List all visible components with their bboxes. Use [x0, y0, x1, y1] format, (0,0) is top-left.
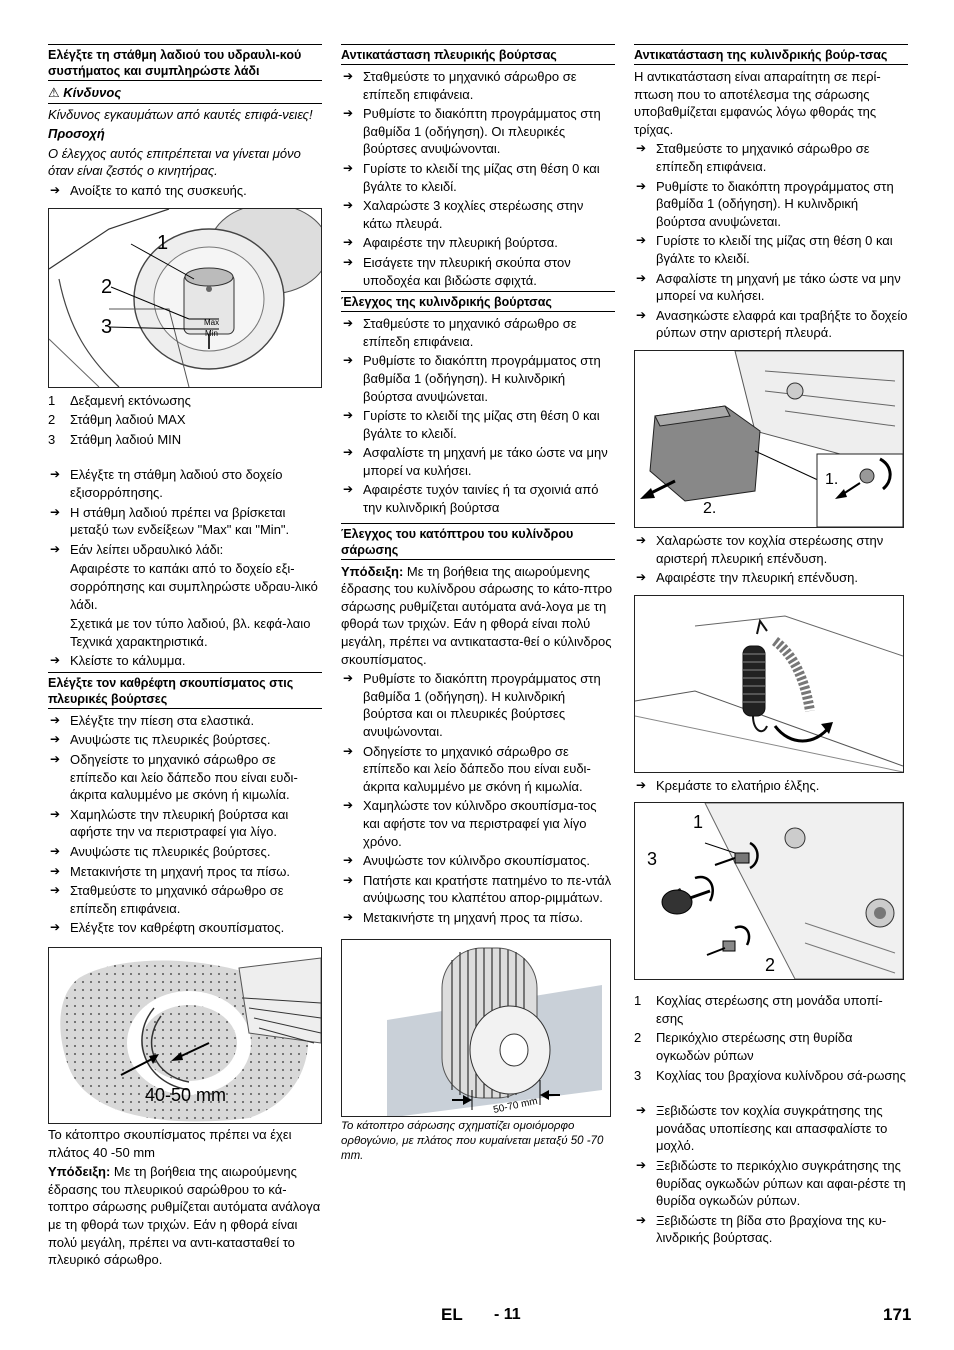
step-replace-roller: ➔Ρυθμίστε το διακόπτη προγράμματος στη β… [636, 178, 894, 229]
fig3-caption: Το κάτοπτρο σάρωσης σχηματίζει ομοιόμορφ… [341, 1119, 604, 1162]
step-side: ➔Χαμηλώστε την πλευρική βούρτσα και αφήσ… [50, 806, 289, 840]
step-close: ➔Κλείστε το κάλυμμα. [50, 653, 186, 669]
roller-mirror-illustration: 50-70 mm [387, 947, 602, 1116]
fig4-label-1: 1. [825, 471, 838, 488]
side-width-text: Το κάτοπτρο σκουπίσματος πρέπει να έχει … [48, 1127, 292, 1160]
fig6-label-2: 2 [765, 955, 775, 975]
footer-page-local: - 11 [494, 1306, 521, 1323]
oil-para-1: Αφαιρέστε το καπάκι από το δοχείο εξι-σο… [70, 561, 318, 612]
figure-side-brush-mirror: 40-50 mm [48, 947, 322, 1124]
step-side: ➔Οδηγείστε το μηχανικό σάρωθρο σε επίπεδ… [50, 752, 298, 803]
heading-side-brush-mirror: Ελέγξτε τον καθρέφτη σκουπίσματος στις π… [48, 671, 322, 709]
step-check-roller: ➔Σταθμεύστε το μηχανικό σάρωθρο σε επίπε… [343, 316, 577, 349]
footer-lang: EL [441, 1305, 463, 1324]
heading-check-roller: Έλεγχος της κυλινδρικής βούρτσας [341, 291, 615, 313]
step-check-roller: ➔Αφαιρέστε τυχόν ταινίες ή τα σχοινιά απ… [343, 482, 599, 516]
fig1-label-3: 3 [101, 316, 112, 338]
step-mirror: ➔Μετακινήστε τη μηχανή προς τα πίσω. [343, 909, 583, 925]
step-mirror: ➔Ρυθμίστε το διακόπτη προγράμματος στη β… [343, 671, 601, 739]
caution-text: Ο έλεγχος αυτός επιτρέπεται να γίνεται μ… [48, 145, 301, 179]
column-1: Ελέγξτε τη στάθμη λαδιού του υδραυλι-κού… [48, 44, 322, 1271]
step-check-roller: ➔Γυρίστε το κλειδί της μίζας στη θέση 0 … [343, 408, 600, 441]
step-oil: ➔Η στάθμη λαδιού πρέπει να βρίσκεται μετ… [50, 504, 290, 538]
step-side: ➔Μετακινήστε τη μηχανή προς τα πίσω. [50, 863, 290, 879]
fig6-label-1: 1 [693, 812, 703, 832]
step-replace-side: ➔Σταθμεύστε το μηχανικό σάρωθρο σε επίπε… [343, 69, 577, 102]
step-unscrew: ➔Ξεβιδώστε το περικόχλιο συγκράτησης της… [636, 1158, 906, 1209]
arrow-icon: ➔ [50, 182, 61, 197]
spring-illustration [635, 615, 903, 772]
oil-para-2: Σχετικά με τον τύπο λαδιού, βλ. κεφά-λαι… [70, 616, 311, 649]
oil-tank-illustration: 1 2 3 Max Min [49, 208, 321, 387]
step-replace-side: ➔Ρυθμίστε το διακόπτη προγράμματος στη β… [343, 106, 601, 157]
step-mirror: ➔Οδηγείστε το μηχανικό σάρωθρο σε επίπεδ… [343, 743, 591, 794]
step-replace-side: ➔Εισάγετε την πλευρική σκούπα στον υποδο… [343, 254, 571, 288]
fig6-label-3: 3 [647, 849, 657, 869]
step-mirror: ➔Πατήστε και κρατήστε πατημένο το πε-ντά… [343, 872, 612, 906]
step-open-hood: ➔Ανοίξτε το καπό της συσκευής. [50, 182, 247, 198]
danger-title: Κίνδυνος [63, 85, 122, 100]
caution-title: Προσοχή [48, 126, 105, 142]
danger-line: ⚠ Κίνδυνος [48, 84, 322, 104]
figure-oil-tank: 1 2 3 Max Min [48, 207, 322, 388]
figure-fasteners: 1 3 2 [634, 802, 904, 981]
figure-roller-mirror: 50-70 mm [341, 938, 611, 1117]
figure-spring [634, 594, 904, 773]
step-side: ➔Ελέγξτε την πίεση στα ελαστικά. [50, 712, 255, 728]
fig1-max: Max [204, 318, 219, 327]
step-side-cover: ➔Χαλαρώστε τον κοχλία στερέωσης στην αρι… [636, 532, 884, 566]
side-brush-mirror-illustration: 40-50 mm [60, 957, 321, 1122]
step-mirror: ➔Ανυψώστε τον κύλινδρο σκουπίσματος. [343, 853, 590, 869]
fig1-min: Min [205, 329, 218, 338]
step-check-roller: ➔Ρυθμίστε το διακόπτη προγράμματος στη β… [343, 353, 601, 404]
heading-replace-side-brush: Αντικατάσταση πλευρικής βούρτσας [341, 44, 615, 65]
heading-replace-roller: Αντικατάσταση της κυλινδρικής βούρ-τσας [634, 44, 908, 65]
side-note: Υπόδειξη: Με τη βοήθεια της αιωρούμενης … [48, 1164, 321, 1268]
step-oil: ➔Εάν λείπει υδραυλικό λάδι: [50, 541, 224, 557]
step-mirror: ➔Χαμηλώστε τον κύλινδρο σκουπίσμα-τος κα… [343, 798, 597, 849]
step-unscrew: ➔Ξεβιδώστε τον κοχλία συγκράτησης της μο… [636, 1103, 888, 1154]
step-replace-side: ➔Γυρίστε το κλειδί της μίζας στη θέση 0 … [343, 160, 600, 194]
step-replace-roller: ➔Γυρίστε το κλειδί της μίζας στη θέση 0 … [636, 233, 893, 266]
warning-triangle-icon: ⚠ [48, 85, 60, 100]
fasteners-illustration: 1 3 2 [647, 803, 903, 980]
step-replace-side: ➔Χαλαρώστε 3 κοχλίες στερέωσης στην κάτω… [343, 198, 584, 231]
step-check-roller: ➔Ασφαλίστε τη μηχανή με τάκο ώστε να μην… [343, 445, 608, 478]
step-replace-roller: ➔Ασφαλίστε τη μηχανή με τάκο ώστε να μην… [636, 270, 901, 304]
step-replace-side: ➔Αφαιρέστε την πλευρική βούρτσα. [343, 235, 558, 251]
heading-roller-mirror: Έλεγχος του κατόπτρου του κυλίνδρου σάρω… [341, 522, 615, 560]
step-unscrew: ➔Ξεβιδώστε τη βίδα στο βραχίονα της κυ-λ… [636, 1212, 887, 1246]
heading-oil-level: Ελέγξτε τη στάθμη λαδιού του υδραυλι-κού… [48, 44, 322, 81]
step-side: ➔Ελέγξτε τον καθρέφτη σκουπίσματος. [50, 920, 285, 936]
step-replace-roller: ➔Σταθμεύστε το μηχανικό σάρωθρο σε επίπε… [636, 141, 870, 174]
step-side: ➔Ανυψώστε τις πλευρικές βούρτσες. [50, 732, 271, 748]
fig1-label-2: 2 [101, 276, 112, 298]
replace-intro: Η αντικατάσταση είναι απαραίτητη σε περί… [634, 69, 881, 137]
step-side-cover: ➔Αφαιρέστε την πλευρική επένδυση. [636, 570, 859, 586]
fig1-label-1: 1 [157, 232, 168, 254]
step-replace-roller: ➔Ανασηκώστε ελαφρά και τραβήξτε το δοχεί… [636, 307, 908, 341]
footer-page-total: 171 [883, 1305, 912, 1324]
step-oil: ➔Ελέγξτε τη στάθμη λαδιού στο δοχείο εξι… [50, 467, 283, 500]
figure-debris-container: 1. 2. [634, 349, 904, 528]
fig4-label-2: 2. [703, 500, 716, 517]
fig2-label: 40-50 mm [145, 1085, 226, 1105]
mirror-note: Υπόδειξη: Με τη βοήθεια της αιωρούμενης … [341, 563, 613, 667]
step-side: ➔Σταθμεύστε το μηχανικό σάρωθρο σε επίπε… [50, 883, 284, 916]
step-spring: ➔Κρεμάστε το ελατήριο έλξης. [636, 777, 820, 793]
column-2: Αντικατάσταση πλευρικής βούρτσας ➔Σταθμε… [341, 44, 615, 1166]
danger-text: Κίνδυνος εγκαυμάτων από καυτές επιφά-νει… [48, 106, 313, 122]
debris-container-illustration: 1. 2. [640, 350, 903, 527]
column-3: Αντικατάσταση της κυλινδρικής βούρ-τσας … [634, 44, 908, 1249]
step-side: ➔Ανυψώστε τις πλευρικές βούρτσες. [50, 844, 271, 860]
